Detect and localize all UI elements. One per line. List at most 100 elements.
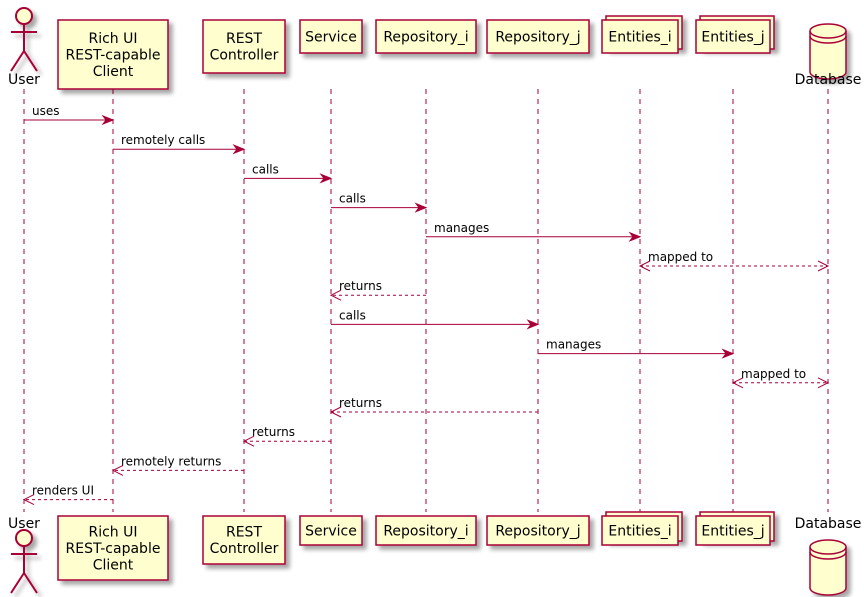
participant-box (486, 515, 590, 546)
participant-entities_i-top: Entities_i (601, 15, 683, 54)
arrowhead (329, 406, 342, 418)
message-label: manages (434, 221, 489, 235)
participant-database-top: Database (795, 23, 862, 88)
message-2: remotely calls (113, 133, 246, 155)
participant-label-service: Service (305, 523, 357, 539)
message-label: returns (339, 279, 382, 293)
arrowhead (329, 289, 342, 301)
participant-label-client: Rich UI (88, 524, 137, 540)
arrowhead (414, 202, 428, 213)
participant-entities_j-bottom: Entities_j (695, 511, 775, 546)
messages: uses remotely calls calls calls manages mappe… (22, 104, 830, 506)
participant-label-repo_j: Repository_j (495, 523, 580, 539)
participant-repo_i-bottom: Repository_i (375, 515, 477, 546)
message-label: calls (339, 308, 366, 322)
arrowhead (721, 348, 735, 359)
participant-box (375, 515, 477, 546)
message-label: mapped to (741, 367, 806, 381)
message-label: remotely calls (121, 133, 205, 147)
message-7: returns (329, 279, 426, 301)
message-6: mapped to (638, 250, 830, 272)
participant-label-service: Service (305, 29, 357, 45)
message-label: renders UI (32, 484, 94, 498)
participant-label-client: Rich UI (88, 31, 137, 47)
arrowhead (101, 114, 115, 126)
participant-box (57, 19, 169, 90)
lifelines (23, 89, 829, 512)
participant-service-top: Service (299, 19, 363, 54)
participant-label-user: User (8, 72, 40, 88)
message-label: mapped to (648, 250, 713, 264)
participant-label-client: Client (93, 557, 134, 573)
arrowhead (242, 435, 255, 447)
participant-label-repo_i: Repository_i (383, 29, 468, 45)
arrowhead (232, 144, 246, 155)
arrowhead (22, 494, 35, 506)
database-icon (809, 23, 847, 80)
participant-label-repo_i: Repository_i (383, 523, 468, 539)
message-13: remotely returns (111, 454, 244, 476)
participant-label-entities_j: Entities_j (701, 29, 764, 45)
participant-repo_j-top: Repository_j (486, 19, 590, 54)
arrowhead (638, 260, 651, 272)
arrowhead (628, 231, 642, 242)
participant-box (202, 19, 286, 74)
participant-label-controller: Controller (210, 48, 279, 64)
actor-icon (10, 529, 38, 594)
participant-entities_i-bottom: Entities_i (601, 511, 683, 546)
participant-label-controller: REST (226, 525, 262, 541)
message-label: manages (546, 338, 601, 352)
participant-box (299, 19, 363, 54)
message-14: renders UI (22, 484, 113, 506)
participant-box (299, 515, 363, 546)
participant-box (375, 19, 477, 54)
participant-label-database: Database (795, 72, 862, 88)
message-label: calls (252, 162, 279, 176)
arrowhead (526, 319, 540, 330)
participant-box (202, 515, 286, 565)
participant-label-controller: Controller (210, 541, 279, 557)
participant-box (486, 19, 590, 54)
message-10: mapped to (731, 367, 830, 389)
participant-service-bottom: Service (299, 515, 363, 546)
arrowhead (111, 464, 124, 476)
collection-front-box (695, 19, 771, 54)
participant-label-entities_j: Entities_j (701, 523, 764, 539)
message-label: returns (339, 396, 382, 410)
database-cylinder (809, 23, 847, 80)
participant-label-user: User (8, 516, 40, 532)
participant-label-client: Client (93, 64, 134, 80)
collection-front-box (601, 19, 679, 54)
message-label: returns (252, 425, 295, 439)
participant-box (57, 515, 169, 581)
arrowhead (817, 260, 830, 272)
collection-front-box (695, 515, 771, 546)
participant-label-client: REST-capable (66, 541, 161, 557)
participant-label-repo_j: Repository_j (495, 29, 580, 45)
participant-user-top: User (8, 7, 40, 88)
message-12: returns (242, 425, 331, 447)
database-icon (809, 539, 847, 596)
message-5: manages (426, 221, 642, 242)
message-label: uses (32, 104, 60, 118)
message-11: returns (329, 396, 538, 418)
participant-label-entities_i: Entities_i (608, 523, 671, 539)
message-9: manages (538, 338, 735, 359)
message-8: calls (331, 308, 540, 330)
participant-label-client: REST-capable (66, 47, 161, 63)
actor-icon (10, 7, 38, 72)
arrowhead (319, 173, 333, 184)
participant-entities_j-top: Entities_j (695, 15, 775, 54)
participant-label-database: Database (795, 516, 862, 532)
message-3: calls (244, 162, 333, 184)
message-1: uses (24, 104, 115, 126)
participant-database-bottom: Database (795, 516, 862, 596)
arrowhead (731, 377, 744, 389)
participant-user-bottom: User (8, 516, 40, 594)
participant-label-controller: REST (226, 31, 262, 47)
